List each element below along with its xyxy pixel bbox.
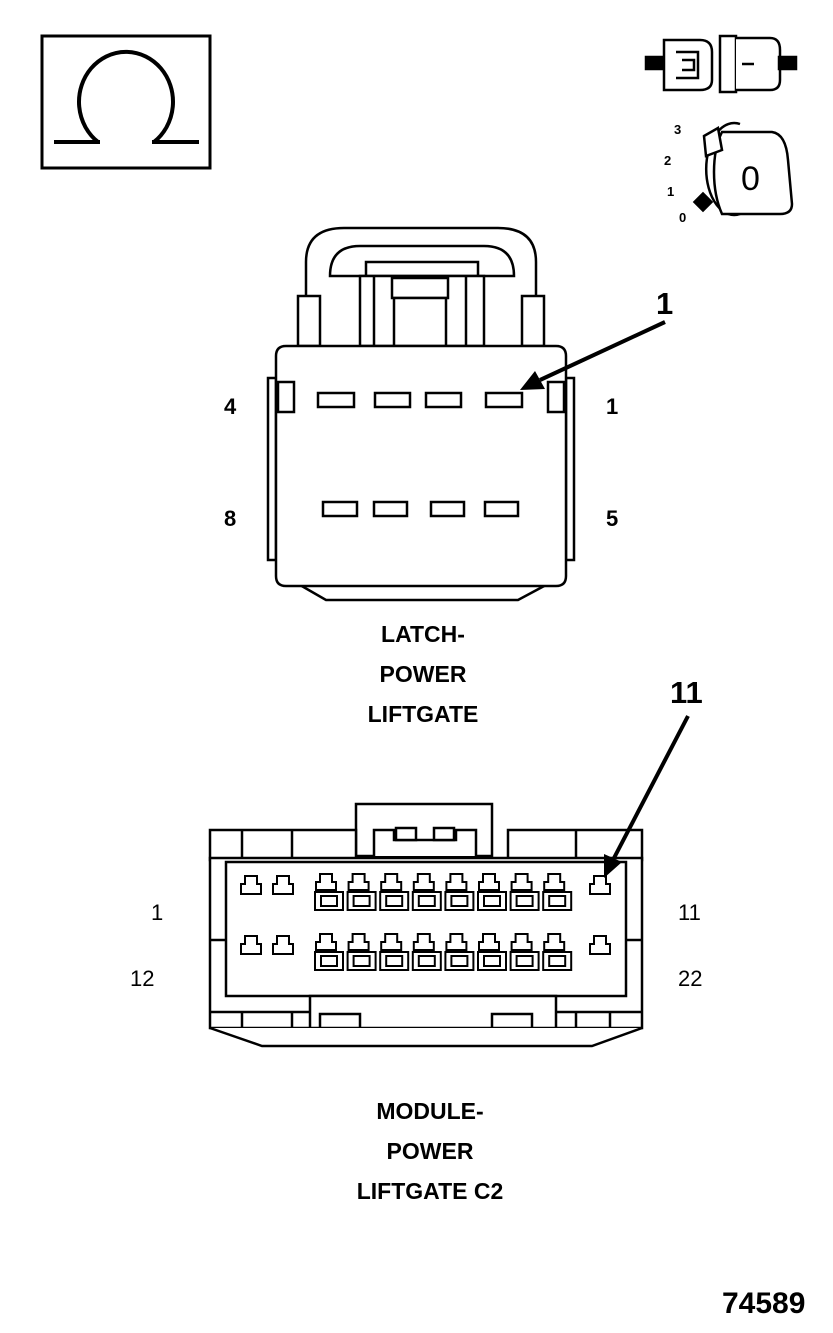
module-pin-cavity-latch [347,873,370,891]
figure-number: 74589 [722,1287,806,1320]
module-pin-cavity-inner [352,895,371,907]
module-title-line-3: LIFTGATE C2 [356,1178,504,1204]
module-pin-cavity-inner [548,955,567,967]
callout-arrow-pin-11 [604,715,690,878]
module-pin-cavity-small [240,935,262,955]
module-pin-cavity-inner [450,895,469,907]
module-pin-cavity-inner [548,895,567,907]
module-pin-cavity-latch [347,933,370,951]
module-pin-cavity-inner [515,895,534,907]
ignition-position-1: 1 [667,184,675,199]
latch-pin-label-bottom-right: 5 [606,506,619,531]
module-pin-cavities [240,873,611,971]
module-pin-cavity-small [589,935,611,955]
module-pin-cavity-inner [483,895,501,907]
ignition-position-2: 2 [664,153,672,168]
module-callout-number: 11 [670,675,703,710]
module-pin-cavity-latch [315,933,337,951]
ignition-position-0: 0 [679,210,687,225]
module-pin-cavity-latch [543,933,566,951]
module-pin-cavity-latch [445,933,468,951]
callout-arrow-pin-1 [520,320,666,390]
module-pin-label-top-left: 1 [151,900,164,925]
module-pin-cavity-latch [478,873,500,891]
module-pin-cavity-inner [385,955,404,967]
latch-title-line-3: LIFTGATE [367,701,479,727]
ignition-key-label: 0 [741,160,760,198]
latch-title-line-1: LATCH- [381,621,465,647]
latch-callout-number: 1 [656,286,674,321]
module-pin-label-bottom-left: 12 [130,966,155,991]
module-pin-cavity-latch [510,873,533,891]
module-pin-cavity-latch [412,933,435,951]
module-pin-cavity-inner [417,895,436,907]
module-pin-label-top-right: 11 [678,900,701,925]
module-pin-cavity-latch [543,873,566,891]
module-pin-cavity-inner [385,895,404,907]
ignition-position-3: 3 [674,122,682,137]
module-pin-cavity-latch [412,873,435,891]
module-pin-cavity-latch [380,933,403,951]
module-pin-cavity-inner [417,955,436,967]
module-title-line-2: POWER [386,1138,474,1164]
module-pin-cavity-inner [320,955,338,967]
module-connector-drawing [208,802,644,1048]
disconnect-connector-icon [644,34,798,94]
module-pin-cavity-small [272,935,294,955]
latch-pin-label-top-right: 1 [606,394,619,419]
module-pin-cavity-inner [320,895,338,907]
module-pin-cavity-inner [450,955,469,967]
module-pin-cavity-small [589,875,611,895]
module-pin-cavity-small [272,875,294,895]
module-pin-cavity-latch [510,933,533,951]
module-pin-cavity-inner [515,955,534,967]
module-pin-cavity-inner [352,955,371,967]
module-pin-cavity-latch [445,873,468,891]
latch-pin-label-top-left: 4 [224,394,237,419]
ignition-key-off-icon [692,121,794,217]
latch-pin-label-bottom-left: 8 [224,506,237,531]
module-pin-cavity-small [240,875,262,895]
module-pin-label-bottom-right: 22 [678,966,703,991]
ohm-symbol-icon [40,34,212,170]
latch-connector-drawing [266,226,576,602]
module-pin-cavity-latch [478,933,500,951]
module-pin-cavity-latch [315,873,337,891]
module-title-line-1: MODULE- [376,1098,484,1124]
module-pin-cavity-latch [380,873,403,891]
module-pin-cavity-inner [483,955,501,967]
latch-title-line-2: POWER [379,661,467,687]
